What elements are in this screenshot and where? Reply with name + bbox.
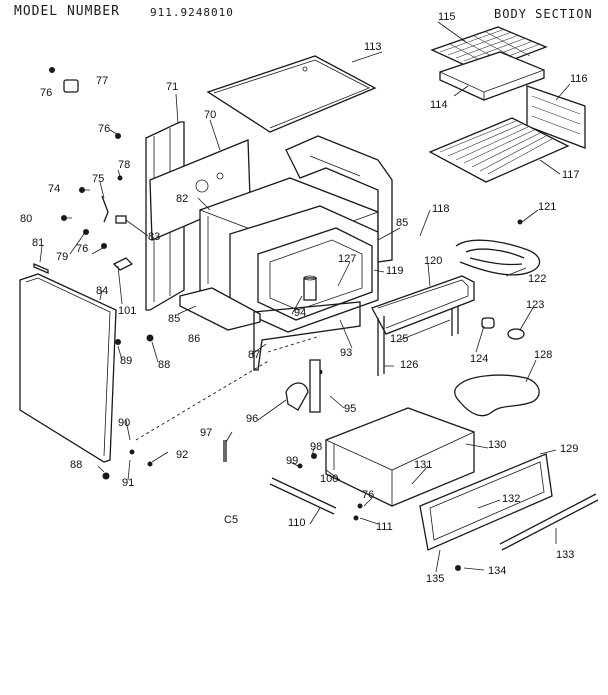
callout-labels: 76 77 71 70 113 115 114 116 117 76 78 74 75 82 80 83 79 8… <box>20 11 588 585</box>
callout-label-c100: 100 <box>320 473 338 485</box>
front-frame <box>253 301 361 371</box>
door-gasket <box>377 316 385 376</box>
callout-label-c101: 101 <box>118 305 136 317</box>
callout-label-c90: 90 <box>118 417 130 429</box>
callout-label-c95: 95 <box>344 403 356 415</box>
callout-label-c114: 114 <box>430 99 448 111</box>
callout-label-c123: 123 <box>526 299 544 311</box>
callout-label-c117: 117 <box>562 169 580 181</box>
callout-label-c87: 87 <box>248 349 260 361</box>
callout-label-c131: 131 <box>414 459 432 471</box>
drawer-rod <box>499 493 599 551</box>
side-liner-panel <box>526 85 586 149</box>
drawer-channel <box>179 287 261 331</box>
callout-label-c125: 125 <box>390 333 408 345</box>
callout-label-c99: 99 <box>286 455 298 467</box>
callout-label-c86: 86 <box>188 333 200 345</box>
callout-label-c70: 70 <box>204 109 216 121</box>
storage-drawer <box>325 407 475 507</box>
broil-element <box>455 239 541 276</box>
callout-label-c128: 128 <box>534 349 552 361</box>
callout-label-c74: 74 <box>48 183 60 195</box>
oven-bottom-panel <box>428 117 570 183</box>
section-title: BODY SECTION <box>494 7 593 21</box>
callout-label-c135: 135 <box>426 573 444 585</box>
callout-label-c115: 115 <box>438 11 456 23</box>
callout-label-c71: 71 <box>166 81 178 93</box>
callout-label-c82: 82 <box>176 193 188 205</box>
callout-label-c93: 93 <box>340 347 352 359</box>
callout-label-c91: 91 <box>122 477 134 489</box>
callout-label-c83: 83 <box>148 231 160 243</box>
callout-label-c81: 81 <box>32 237 44 249</box>
callout-label-c132: 132 <box>502 493 520 505</box>
callout-label-c89: 89 <box>120 355 132 367</box>
model-number-label: MODEL NUMBER <box>14 4 120 19</box>
callout-label-c97: 97 <box>200 427 212 439</box>
oven-frame-inner <box>257 227 373 321</box>
bake-element <box>454 374 540 417</box>
door-hinge <box>285 382 309 411</box>
callout-label-c130: 130 <box>488 439 506 451</box>
callout-label-c88a: 88 <box>158 359 170 371</box>
door-panel <box>19 273 117 463</box>
callout-label-c118: 118 <box>432 203 450 215</box>
callout-label-c96: 96 <box>246 413 258 425</box>
callout-label-c94: 94 <box>294 307 306 319</box>
drawer-slide <box>269 477 337 515</box>
callout-label-c111: 111 <box>376 521 393 533</box>
model-number-value: 911.9248010 <box>150 6 234 19</box>
callout-label-c122: 122 <box>528 273 546 285</box>
callout-label-c84: 84 <box>96 285 108 297</box>
callout-label-c120: 120 <box>424 255 442 267</box>
callout-label-c76c: 76 <box>76 243 88 255</box>
callout-label-c116: 116 <box>570 73 588 85</box>
callout-label-c134: 134 <box>488 565 506 577</box>
callout-label-c85b: 85 <box>168 313 180 325</box>
callout-label-c79: 79 <box>56 251 68 263</box>
footer-code: C5 <box>224 514 238 526</box>
callout-label-c92: 92 <box>176 449 188 461</box>
callout-label-c98: 98 <box>310 441 322 453</box>
callout-label-c119: 119 <box>386 265 404 277</box>
broil-pan <box>439 51 545 101</box>
callout-label-c76b: 76 <box>98 123 110 135</box>
callout-label-c127: 127 <box>338 253 356 265</box>
callout-label-c85a: 85 <box>396 217 408 229</box>
callout-label-c88b: 88 <box>70 459 82 471</box>
callout-label-c133: 133 <box>556 549 574 561</box>
drawer-front-panel <box>419 453 553 551</box>
callout-label-c78: 78 <box>118 159 130 171</box>
callout-label-c124: 124 <box>470 353 488 365</box>
callout-label-c80: 80 <box>20 213 32 225</box>
bracket-77 <box>63 79 79 93</box>
parts-artwork <box>19 21 599 573</box>
callout-label-c75: 75 <box>92 173 104 185</box>
callout-label-c113: 113 <box>364 41 382 53</box>
callout-label-c76a: 76 <box>40 87 52 99</box>
callout-label-c110: 110 <box>288 517 306 529</box>
callout-label-c121: 121 <box>538 201 556 213</box>
callout-label-c126: 126 <box>400 359 418 371</box>
rear-duct <box>285 135 393 263</box>
callout-label-c77: 77 <box>96 75 108 87</box>
callout-label-c76d: 76 <box>362 489 374 501</box>
callout-label-c129: 129 <box>560 443 578 455</box>
top-panel <box>206 55 377 133</box>
